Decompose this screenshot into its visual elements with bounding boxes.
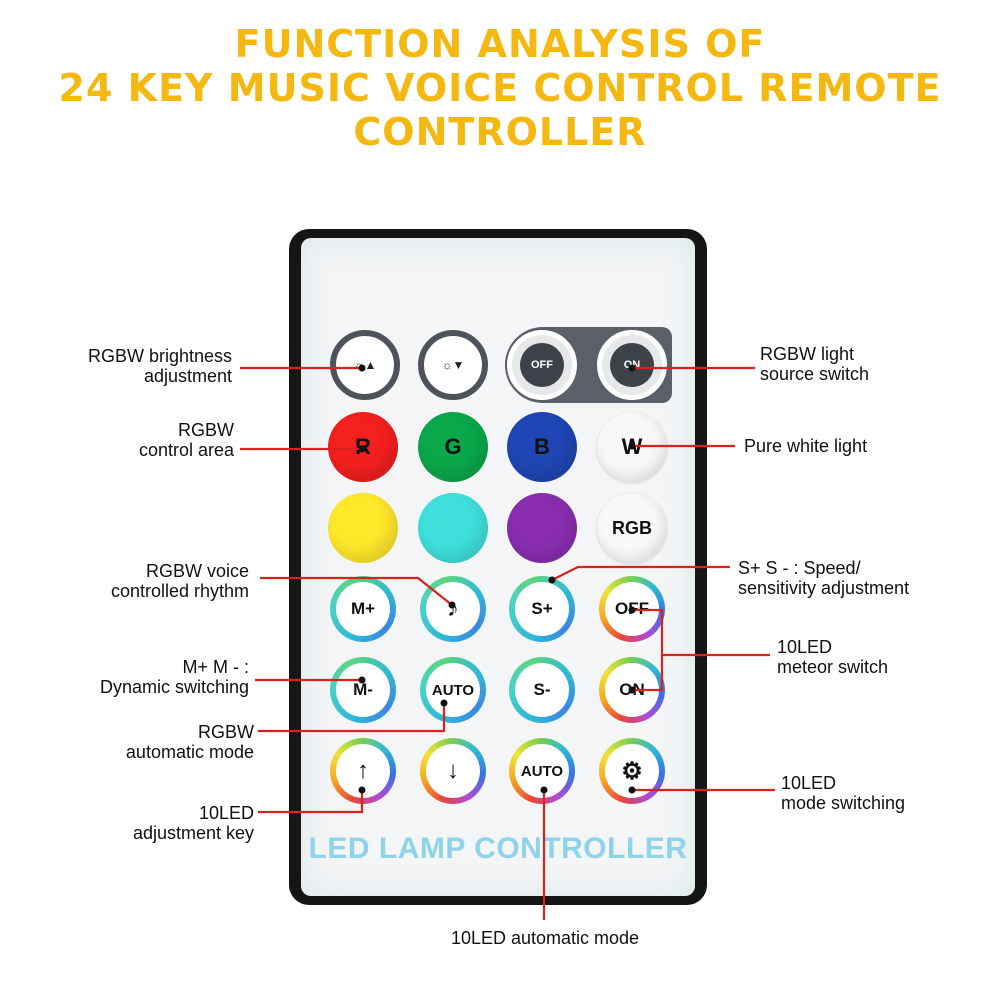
- label-adjust-key: 10LED adjustment key: [132, 803, 254, 843]
- cyan-button[interactable]: [418, 493, 488, 563]
- rgb-button[interactable]: RGB: [597, 493, 667, 563]
- white-button-label: W: [621, 434, 643, 459]
- mode-button[interactable]: ⚙: [599, 738, 665, 804]
- label-voice-rhythm: RGBW voice controlled rhythm: [110, 561, 249, 601]
- label-speed: S+ S - : Speed/ sensitivity adjustment: [738, 558, 910, 598]
- music-button[interactable]: ♪: [420, 576, 486, 642]
- green-button[interactable]: G: [418, 412, 488, 482]
- label-meteor: 10LED meteor switch: [777, 637, 889, 677]
- power-on-button[interactable]: ON: [597, 330, 667, 400]
- power-off-label: OFF: [520, 343, 564, 387]
- m-minus-label: M-: [353, 680, 373, 699]
- label-white-light: Pure white light: [744, 436, 868, 456]
- red-button-label: R: [355, 434, 371, 459]
- rgb-button-label: RGB: [612, 517, 652, 538]
- led-down-button[interactable]: ↓: [420, 738, 486, 804]
- green-button-label: G: [444, 434, 462, 459]
- arrow-down-icon: ↓: [447, 757, 459, 784]
- purple-button[interactable]: [507, 493, 577, 563]
- m-minus-button[interactable]: M-: [330, 657, 396, 723]
- blue-button[interactable]: B: [507, 412, 577, 482]
- blue-button-label: B: [534, 434, 550, 459]
- power-on-label: ON: [610, 343, 654, 387]
- label-control-area: RGBW control area: [138, 420, 234, 460]
- label-led-auto: 10LED automatic mode: [450, 928, 640, 948]
- white-button[interactable]: W: [597, 412, 667, 482]
- yellow-button[interactable]: [328, 493, 398, 563]
- auto-led-button[interactable]: AUTO: [509, 738, 575, 804]
- auto-rgbw-label: AUTO: [431, 681, 475, 699]
- label-automatic: RGBW automatic mode: [125, 722, 254, 762]
- music-note-icon: ♪: [447, 595, 459, 622]
- m-plus-button[interactable]: M+: [330, 576, 396, 642]
- label-dynamic: M+ M - : Dynamic switching: [99, 657, 249, 697]
- title-line-1: FUNCTION ANALYSIS OF: [234, 22, 766, 66]
- led-off-label: OFF: [615, 599, 649, 618]
- led-off-button[interactable]: OFF: [599, 576, 665, 642]
- gear-icon: ⚙: [621, 757, 643, 785]
- label-brightness: RGBW brightness adjustment: [87, 346, 232, 386]
- title-line-2: 24 KEY MUSIC VOICE CONTROL REMOTE: [58, 66, 942, 110]
- brightness-up-icon: ☼▲: [353, 358, 377, 372]
- label-source-switch: RGBW light source switch: [760, 344, 870, 384]
- title-line-3: CONTROLLER: [353, 110, 647, 154]
- label-mode-switch: 10LED mode switching: [781, 773, 906, 813]
- page-title: FUNCTION ANALYSIS OF 24 KEY MUSIC VOICE …: [0, 22, 1000, 154]
- red-button[interactable]: R: [328, 412, 398, 482]
- brightness-down-icon: ☼▼: [441, 358, 465, 372]
- brand-text: LED LAMP CONTROLLER: [308, 832, 688, 865]
- s-plus-button[interactable]: S+: [509, 576, 575, 642]
- s-plus-label: S+: [531, 599, 553, 618]
- m-plus-label: M+: [350, 599, 376, 618]
- s-minus-label: S-: [533, 680, 551, 699]
- led-up-button[interactable]: ↑: [330, 738, 396, 804]
- auto-rgbw-button[interactable]: AUTO: [420, 657, 486, 723]
- brightness-down-button[interactable]: ☼▼: [418, 330, 488, 400]
- s-minus-button[interactable]: S-: [509, 657, 575, 723]
- brightness-up-button[interactable]: ☼▲: [330, 330, 400, 400]
- power-off-button[interactable]: OFF: [507, 330, 577, 400]
- led-on-button[interactable]: ON: [599, 657, 665, 723]
- arrow-up-icon: ↑: [357, 757, 369, 784]
- auto-led-label: AUTO: [520, 762, 564, 780]
- led-on-label: ON: [619, 680, 645, 699]
